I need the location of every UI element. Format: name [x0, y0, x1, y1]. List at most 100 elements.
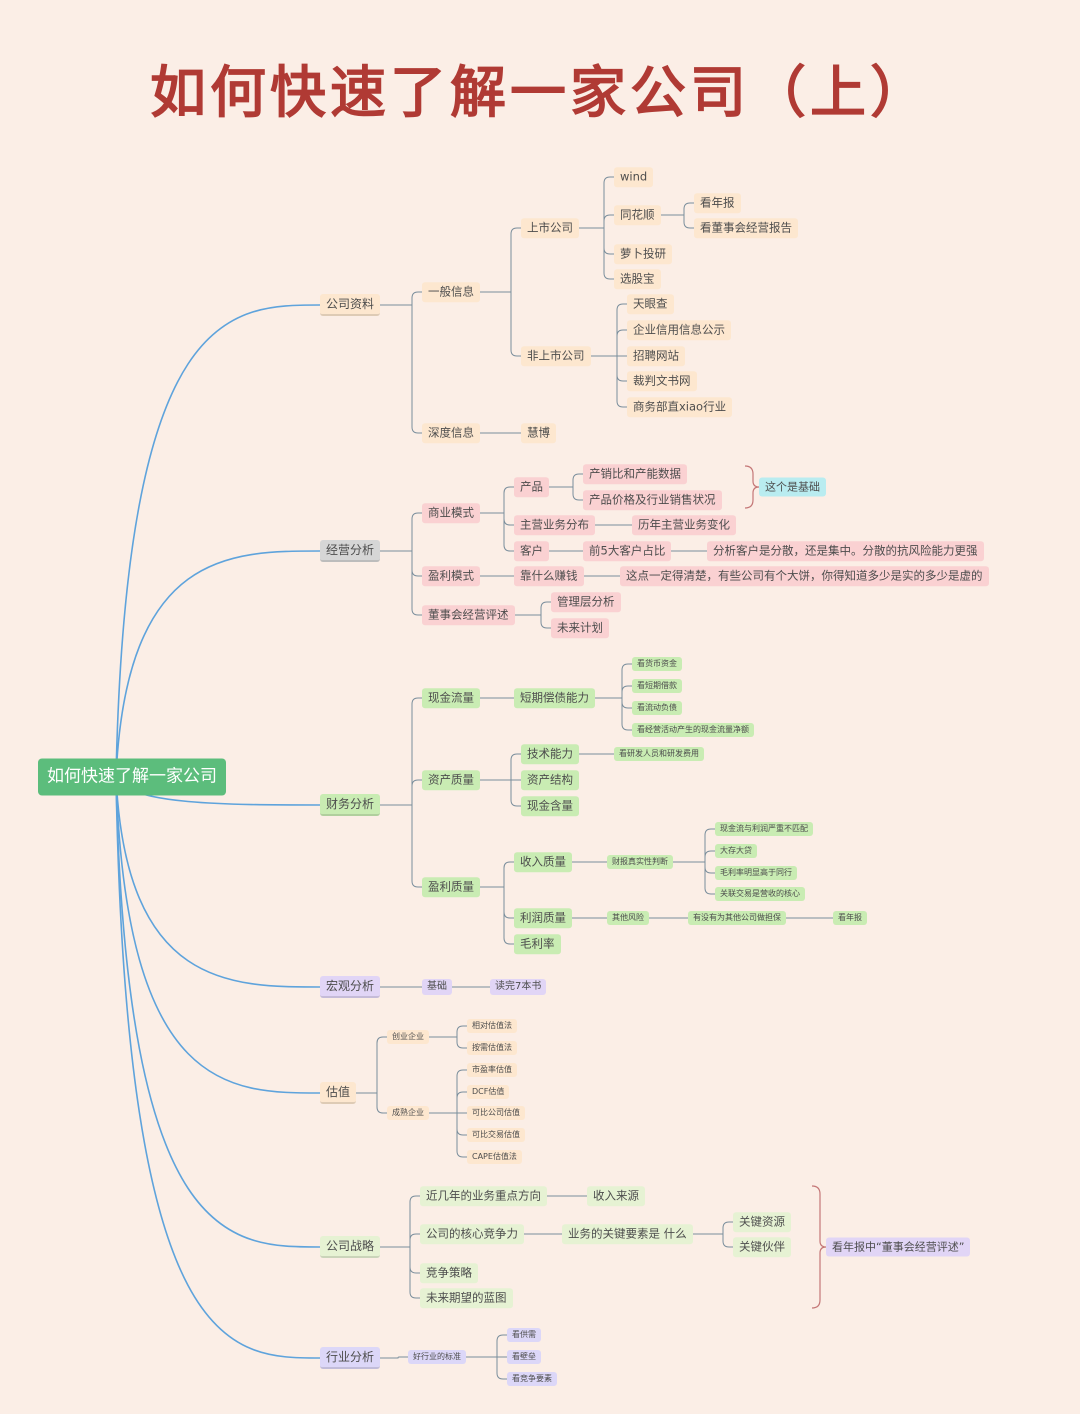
mindmap-node[interactable]: 毛利率	[514, 934, 561, 954]
tree-connector	[595, 663, 632, 699]
mindmap-node[interactable]: 分析客户是分散，还是集中。分散的抗风险能力更强	[707, 541, 984, 561]
mindmap-node[interactable]: 相对估值法	[467, 1019, 517, 1033]
tree-connector	[693, 1233, 733, 1248]
mindmap-node[interactable]: 关键伙伴	[733, 1237, 791, 1257]
mindmap-node[interactable]: 产品价格及行业销售状况	[583, 490, 722, 510]
mindmap-node[interactable]: 看壁垒	[507, 1350, 541, 1364]
mindmap-node[interactable]: 创业企业	[387, 1030, 429, 1044]
mindmap-node[interactable]: 财报真实性判断	[607, 855, 673, 869]
mindmap-node[interactable]: 商业模式	[422, 503, 480, 523]
mindmap-node[interactable]: 看货币资金	[632, 657, 682, 671]
mindmap-node[interactable]: 财务分析	[320, 794, 381, 816]
mindmap-node[interactable]: 前5大客户占比	[583, 541, 672, 561]
mindmap-node[interactable]: 竞争策略	[420, 1263, 478, 1283]
mindmap-node[interactable]: 未来计划	[551, 618, 609, 638]
mindmap-node[interactable]: 上市公司	[521, 218, 579, 238]
mindmap-node[interactable]: 收入质量	[514, 852, 572, 872]
mindmap-node[interactable]: 看流动负债	[632, 701, 682, 715]
mindmap-node[interactable]: 现金含量	[521, 796, 579, 816]
mindmap-node[interactable]: 历年主营业务变化	[632, 515, 736, 535]
mindmap-node[interactable]: 读完7本书	[490, 979, 547, 995]
tree-connector	[380, 697, 422, 806]
mindmap-node[interactable]: 基础	[422, 979, 452, 995]
mindmap-node[interactable]: 企业信用信息公示	[627, 320, 731, 340]
mindmap-node[interactable]: 慧博	[521, 423, 556, 443]
mindmap-node[interactable]: 商务部直xiao行业	[627, 397, 733, 417]
mindmap-root[interactable]: 如何快速了解一家公司	[38, 758, 226, 796]
branch-connector	[115, 550, 321, 778]
mindmap-node[interactable]: 客户	[514, 541, 549, 561]
mindmap-node[interactable]: 现金流量	[422, 688, 480, 708]
tree-connector	[480, 227, 521, 293]
mindmap-node[interactable]: 管理层分析	[551, 592, 621, 612]
mindmap-node[interactable]: 关键资源	[733, 1212, 791, 1232]
mindmap-node[interactable]: 行业分析	[320, 1347, 381, 1369]
mindmap-node[interactable]: 可比交易估值	[467, 1128, 525, 1142]
mindmap-node[interactable]: 看董事会经营报告	[694, 218, 798, 238]
mindmap-node[interactable]: 大存大贷	[715, 844, 757, 858]
tree-connector	[480, 753, 521, 781]
mindmap-node[interactable]: 近几年的业务重点方向	[420, 1186, 547, 1206]
mindmap-node[interactable]: wind	[614, 167, 654, 187]
mindmap-node[interactable]: 选股宝	[614, 269, 661, 289]
mindmap-node[interactable]: 公司战略	[320, 1236, 381, 1258]
mindmap-node[interactable]: 经营分析	[320, 540, 381, 562]
mindmap-node[interactable]: 估值	[320, 1082, 357, 1104]
mindmap-note[interactable]: 这个是基础	[759, 477, 826, 497]
mindmap-node[interactable]: 市盈率估值	[467, 1063, 517, 1077]
mindmap-node[interactable]: CAPE估值法	[467, 1150, 522, 1164]
mindmap-node[interactable]: DCF估值	[467, 1085, 510, 1099]
mindmap-node[interactable]: 盈利质量	[422, 877, 480, 897]
mindmap-node[interactable]: 可比公司估值	[467, 1106, 525, 1120]
mindmap-node[interactable]: 天眼查	[627, 294, 674, 314]
mindmap-node[interactable]: 技术能力	[521, 744, 579, 764]
mindmap-node[interactable]: 非上市公司	[521, 346, 591, 366]
mindmap-node[interactable]: 裁判文书网	[627, 371, 697, 391]
tree-connector	[579, 227, 614, 280]
tree-connector	[380, 291, 422, 306]
mindmap-node[interactable]: 这点一定得清楚，有些公司有个大饼，你得知道多少是实的多少是虚的	[620, 566, 989, 586]
tree-connector	[380, 779, 422, 806]
mindmap-node[interactable]: 公司资料	[320, 294, 381, 316]
mindmap-node[interactable]: 看经营活动产生的现金流量净额	[632, 723, 754, 737]
mindmap-node[interactable]: 现金流与利润严重不匹配	[715, 822, 813, 836]
mindmap-note[interactable]: 看年报中“董事会经营评述”	[826, 1237, 971, 1257]
mindmap-node[interactable]: 毛利率明显高于同行	[715, 866, 797, 880]
mindmap-node[interactable]: 主营业务分布	[514, 515, 595, 535]
mindmap-node[interactable]: 短期偿债能力	[514, 688, 595, 708]
mindmap-node[interactable]: 关联交易是营收的核心	[715, 887, 805, 901]
mindmap-node[interactable]: 看年报	[694, 193, 741, 213]
mindmap-node[interactable]: 利润质量	[514, 908, 572, 928]
mindmap-node[interactable]: 资产结构	[521, 770, 579, 790]
mindmap-node[interactable]: 公司的核心竞争力	[420, 1224, 524, 1244]
mindmap-node[interactable]: 好行业的标准	[408, 1350, 466, 1364]
tree-connector	[661, 202, 694, 216]
mindmap-node[interactable]: 看竞争要素	[507, 1372, 557, 1386]
mindmap-node[interactable]: 产品	[514, 477, 549, 497]
mindmap-node[interactable]: 靠什么赚钱	[514, 566, 584, 586]
mindmap-node[interactable]: 看研发人员和研发费用	[614, 747, 704, 761]
mindmap-node[interactable]: 深度信息	[422, 423, 480, 443]
mindmap-node[interactable]: 有没有为其他公司做担保	[688, 911, 786, 925]
mindmap-node[interactable]: 看短期借款	[632, 679, 682, 693]
mindmap-node[interactable]: 招聘网站	[627, 346, 685, 366]
mindmap-node[interactable]: 产销比和产能数据	[583, 464, 687, 484]
mindmap-node[interactable]: 看供需	[507, 1328, 541, 1342]
mindmap-node[interactable]: 盈利模式	[422, 566, 480, 586]
mindmap-node[interactable]: 成熟企业	[387, 1106, 429, 1120]
mindmap-node[interactable]: 一般信息	[422, 282, 480, 302]
tree-connector	[661, 214, 694, 229]
tree-connector	[693, 1221, 733, 1235]
mindmap-node[interactable]: 看年报	[833, 911, 867, 925]
mindmap-node[interactable]: 萝卜投研	[614, 244, 672, 264]
mindmap-node[interactable]: 宏观分析	[320, 976, 381, 998]
mindmap-node[interactable]: 按需估值法	[467, 1041, 517, 1055]
mindmap-node[interactable]: 业务的关键要素是 什么	[562, 1224, 693, 1244]
mindmap-node[interactable]: 同花顺	[614, 205, 661, 225]
mindmap-node[interactable]: 董事会经营评述	[422, 605, 515, 625]
mindmap-node[interactable]: 资产质量	[422, 770, 480, 790]
mindmap-node[interactable]: 收入来源	[587, 1186, 645, 1206]
tree-connector	[549, 473, 583, 488]
mindmap-node[interactable]: 其他风险	[607, 911, 649, 925]
mindmap-node[interactable]: 未来期望的蓝图	[420, 1288, 513, 1308]
